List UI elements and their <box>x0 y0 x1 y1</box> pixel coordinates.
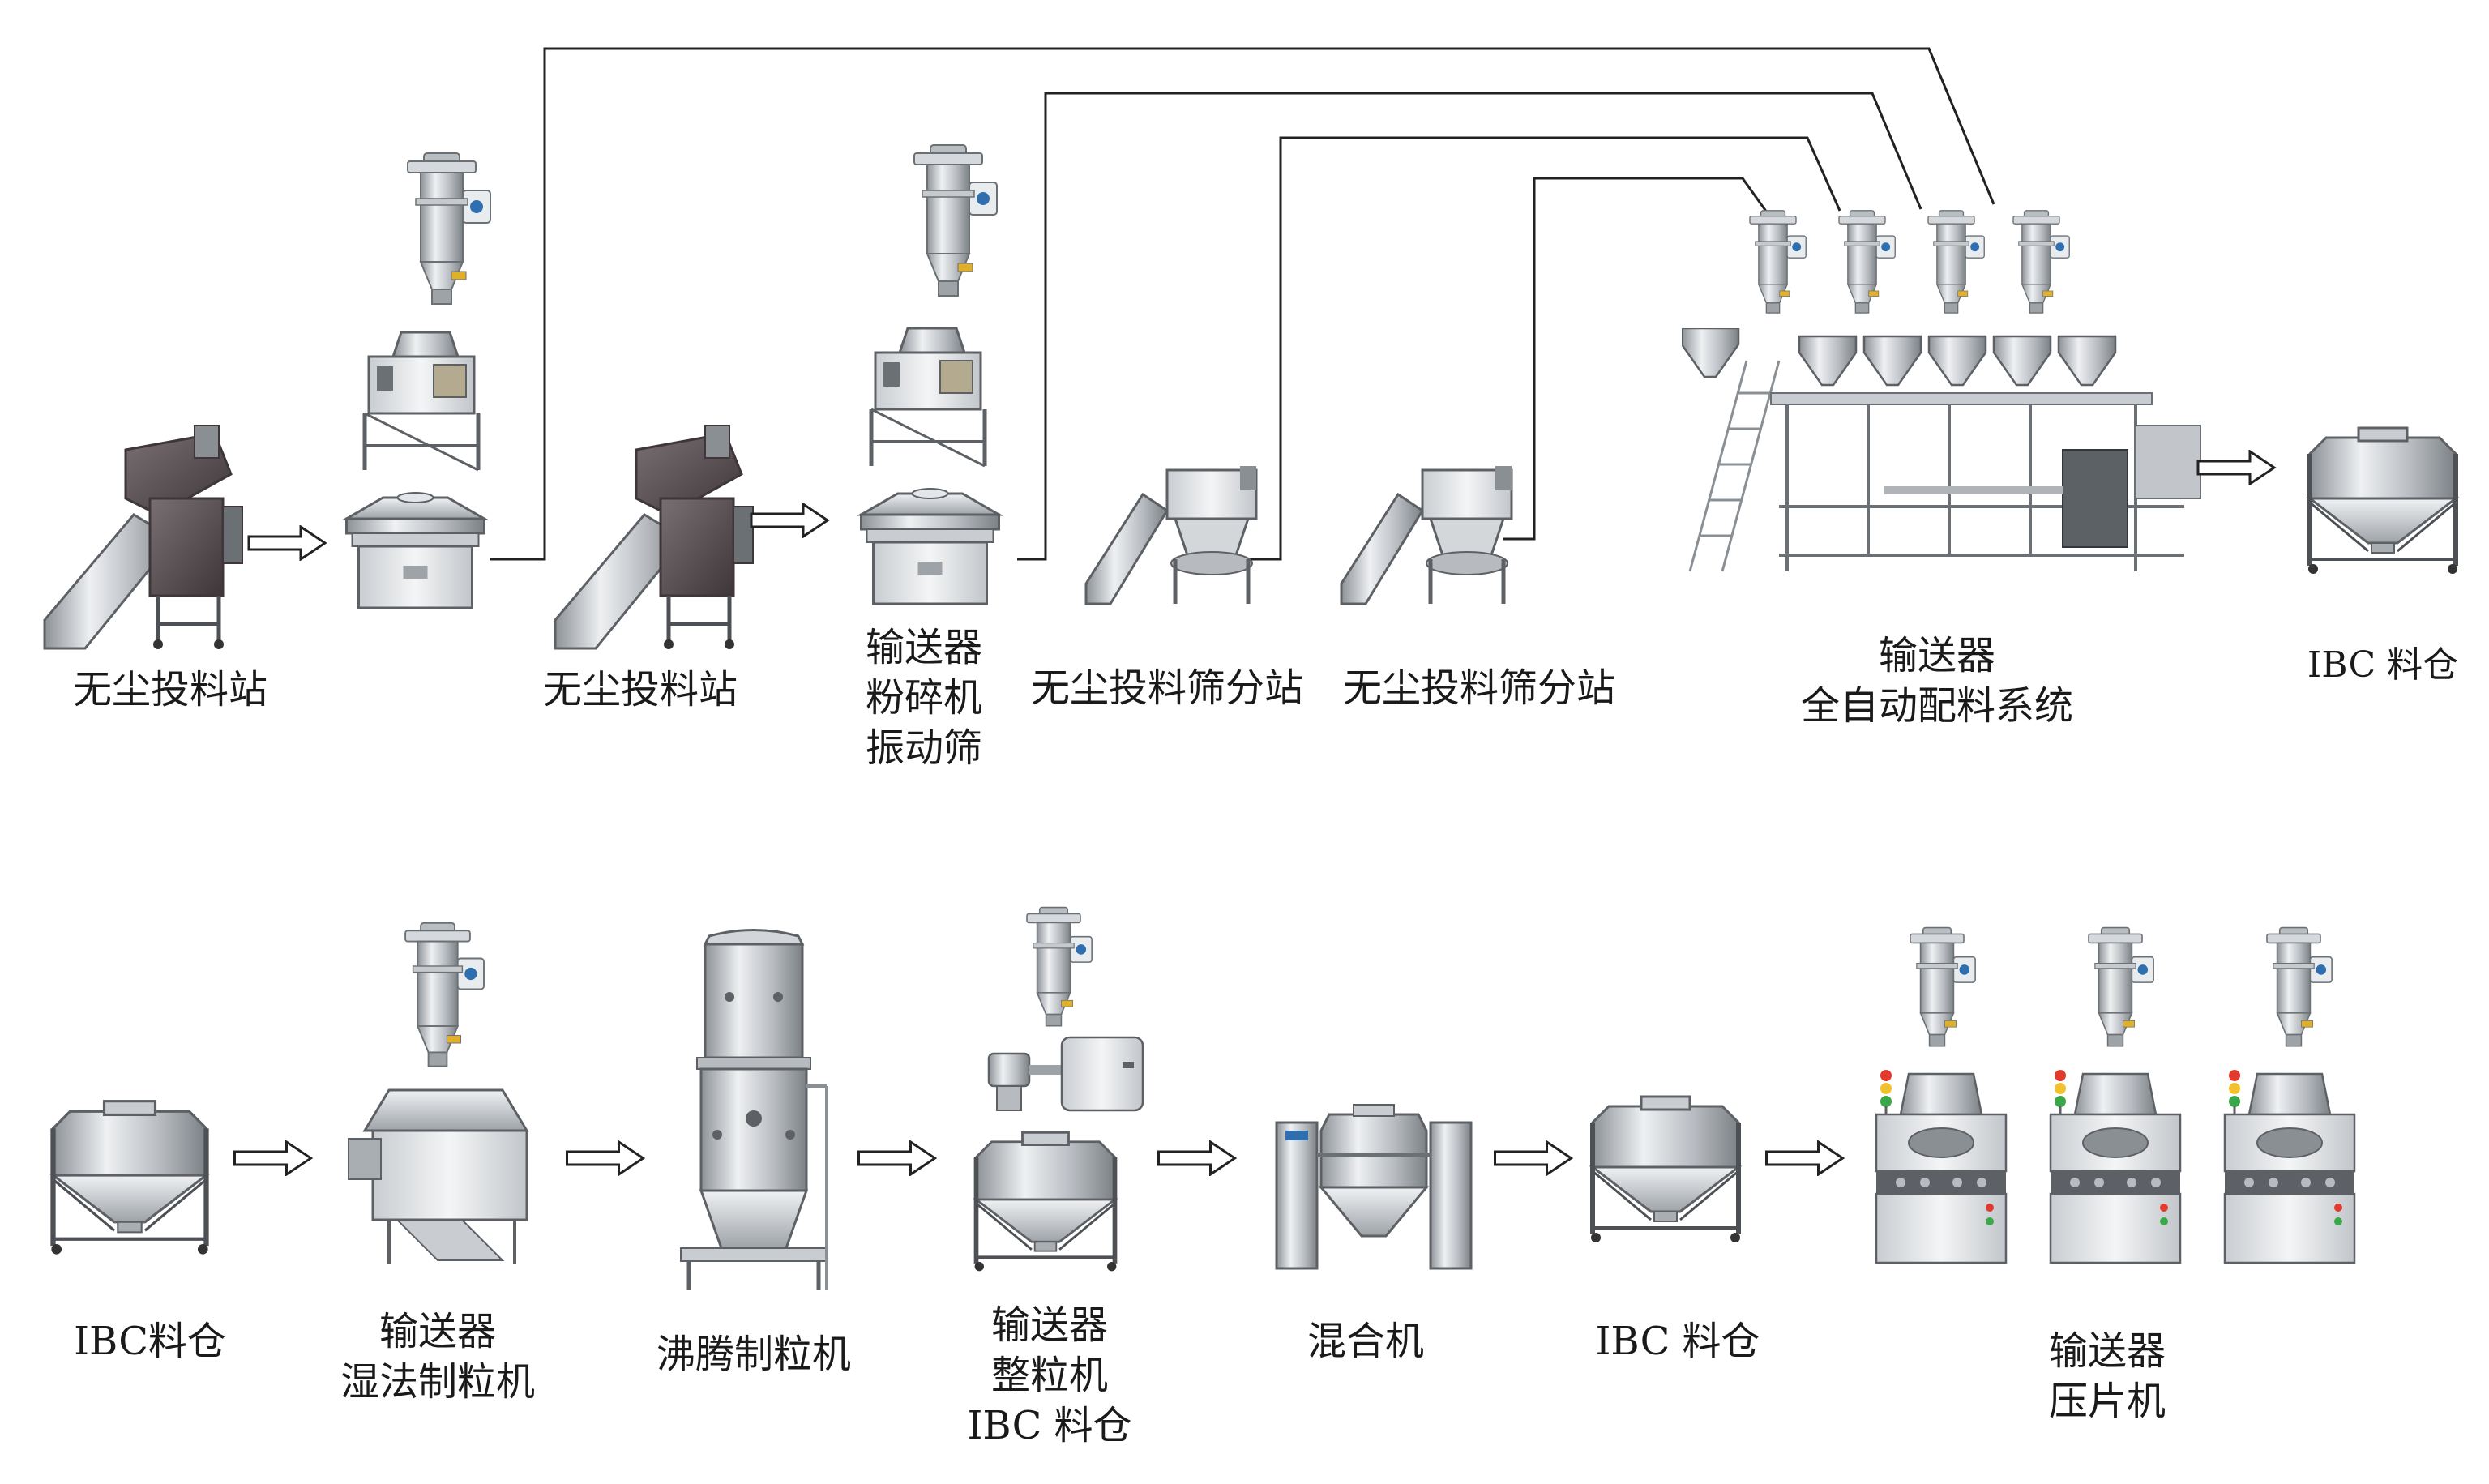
label-line-conveyor: 输送器 <box>2048 1328 2166 1374</box>
transfer-line-4 <box>1503 177 1768 541</box>
vacuum-conveyor-icon <box>404 922 485 1067</box>
vibrating-sieve-icon <box>859 487 1001 605</box>
label-line-conveyor: 输送器 <box>990 1302 1108 1348</box>
flow-arrow-icon <box>1493 1140 1573 1176</box>
transfer-line-3 <box>1244 136 1841 561</box>
label-line-conveyor: 输送器 <box>865 625 982 670</box>
vibrating-sieve-icon <box>344 491 486 609</box>
ibc-bin-icon <box>2308 428 2457 574</box>
tablet-press-icon <box>2223 1068 2356 1264</box>
tablet-press-icon <box>2049 1068 2182 1264</box>
flow-arrow-icon <box>233 1140 313 1176</box>
ibc-bin-icon <box>975 1132 1117 1271</box>
label-ibc-in: IBC料仓 <box>74 1319 226 1364</box>
ibc-bin-icon <box>51 1101 207 1255</box>
flow-arrow-icon <box>1157 1140 1237 1176</box>
vacuum-conveyor-icon <box>2266 926 2333 1047</box>
label-dust-free-station-1: 无尘投料站 <box>72 667 267 712</box>
label-sieving-station-1: 无尘投料筛分站 <box>1030 665 1303 711</box>
vacuum-conveyor-icon <box>2012 210 2070 314</box>
fluid-bed-granulator-icon <box>681 930 827 1291</box>
flow-arrow-icon <box>2196 450 2276 485</box>
label-line-crusher: 粉碎机 <box>865 675 982 721</box>
crusher-icon <box>365 332 478 470</box>
crusher-icon <box>871 328 985 466</box>
label-line-batching: 全自动配料系统 <box>1800 683 2073 729</box>
wet-granulator-icon <box>347 1088 528 1266</box>
label-line-conveyor: 输送器 <box>378 1309 496 1354</box>
top-row <box>45 144 2457 649</box>
label-line-tablet-press: 压片机 <box>2048 1379 2166 1424</box>
label-line-conveyor: 输送器 <box>1878 633 1995 678</box>
flow-arrow-icon <box>857 1140 937 1176</box>
transfer-line-2 <box>1017 92 1922 561</box>
ibc-bin-icon <box>1591 1097 1740 1242</box>
sizing-mill-icon <box>989 1037 1143 1110</box>
flow-arrow-icon <box>247 525 327 561</box>
vacuum-conveyor-icon <box>1927 210 1985 314</box>
sieving-station-icon <box>1086 466 1256 604</box>
vacuum-conveyor-icon <box>407 152 491 305</box>
vacuum-conveyor-icon <box>1910 926 1976 1047</box>
label-conveyor-batching: 输送器 全自动配料系统 <box>1751 631 2123 731</box>
label-ibc-out: IBC 料仓 <box>2307 644 2459 686</box>
label-line-wet-granulator: 湿法制粒机 <box>340 1359 535 1405</box>
label-ibc-mid: IBC 料仓 <box>1595 1319 1760 1364</box>
flow-arrow-icon <box>565 1140 645 1176</box>
label-fluid-bed: 沸腾制粒机 <box>656 1332 851 1377</box>
label-line-ibc: IBC 料仓 <box>967 1403 1132 1448</box>
label-mixer: 混合机 <box>1307 1319 1424 1364</box>
vacuum-conveyor-icon <box>1749 210 1807 314</box>
label-line-sizer: 整粒机 <box>990 1353 1108 1398</box>
label-conveyor-sizer-ibc: 输送器 整粒机 IBC 料仓 <box>932 1300 1167 1451</box>
dust-free-feeding-station-icon <box>45 426 242 649</box>
vacuum-conveyor-icon <box>1838 210 1896 314</box>
label-line-sieve: 振动筛 <box>865 725 982 771</box>
label-conveyor-tablet-press: 输送器 压片机 <box>2010 1326 2205 1426</box>
transfer-line-1 <box>490 47 1995 561</box>
label-conveyor-crusher-sieve: 输送器 粉碎机 振动筛 <box>827 622 1021 773</box>
mixer-icon <box>1277 1105 1471 1268</box>
sieving-station-icon <box>1341 466 1512 604</box>
flow-arrow-icon <box>1764 1140 1845 1176</box>
vacuum-conveyor-icon <box>913 144 998 297</box>
dust-free-feeding-station-icon <box>555 426 753 649</box>
label-conveyor-wet-granulator: 输送器 湿法制粒机 <box>316 1307 559 1407</box>
transfer-lines <box>490 47 1995 561</box>
flow-arrow-icon <box>750 503 829 538</box>
tablet-press-icon <box>1875 1068 2008 1264</box>
vacuum-conveyor-icon <box>1026 906 1093 1027</box>
label-sieving-station-2: 无尘投料筛分站 <box>1342 665 1615 711</box>
vacuum-conveyor-icon <box>2088 926 2154 1047</box>
label-dust-free-station-2: 无尘投料站 <box>542 667 738 712</box>
batching-system-icon <box>1682 328 2200 571</box>
bottom-row <box>51 906 2356 1291</box>
